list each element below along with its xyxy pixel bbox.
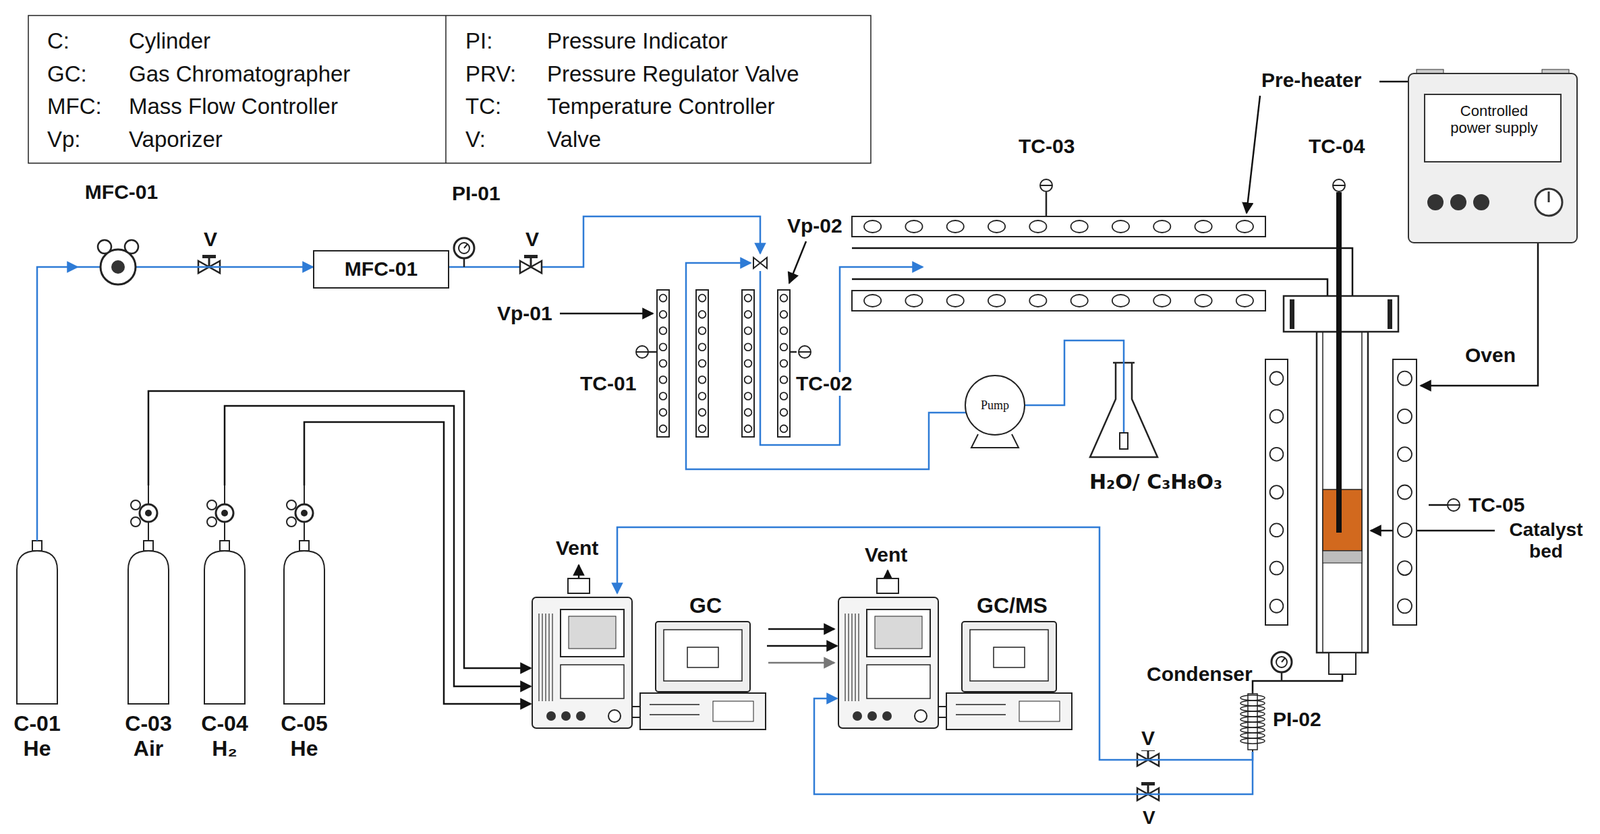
callout-label: TC-04 [1307,134,1366,159]
callout-label: TC-03 [1017,134,1076,159]
feed-flask: H₂O/ C₃H₈O₃ [1086,357,1238,503]
key-meaning: Temperature Controller [545,93,776,120]
key-meaning: Vaporizer [127,126,224,153]
node-text: C-01 He [3,711,71,762]
power-supply [1408,69,1578,243]
key-term: GC: [45,61,89,88]
node-text: Condenser [1146,663,1253,687]
gas-cylinder: C-04 H₂ [190,485,259,769]
node-text: C-04 H₂ [190,711,259,762]
callout-label: Vp-02 [785,214,844,239]
node-text: C-03 Air [114,711,183,762]
callout-label: PI-01 [450,182,502,206]
pipe-connector [224,406,531,687]
callout-label: TC-01 [578,372,638,396]
key-term: C: [45,28,71,54]
gas-chromatograph-drawing [530,593,767,732]
key-term: V: [464,126,488,153]
pipe-connector [1025,340,1124,406]
pipe-connector [165,266,313,269]
pipe-connector [37,267,78,486]
callout-label: Controlled power supply [1442,102,1547,137]
key-meaning: Mass Flow Controller [127,93,340,120]
node-text: Pump [965,376,1024,435]
legend-frame [28,15,871,164]
key-meaning: Pressure Regulator Valve [545,61,801,88]
callout-label: V [202,227,219,252]
callout-label: PI-02 [1271,708,1323,732]
pump: Pump [964,375,1026,436]
pipe-connector [766,645,838,648]
reactor [1283,192,1399,675]
callout-label: Vent [863,543,909,568]
key-term: TC: [464,93,503,120]
node-text: C-05 He [270,711,338,762]
pipe-connector [617,527,1253,761]
callout-label: V [1141,807,1157,830]
callout-label: Catalyst bed [1497,519,1595,563]
condenser: Condenser [1146,657,1269,753]
node-text: MFC-01 [77,180,166,205]
node-text: GC [689,593,722,619]
gas-cylinder: C-03 Air [114,485,183,769]
callout-label: V [1139,727,1157,751]
callout-label: Vent [554,536,600,561]
mfc-box: MFC-01 [312,250,450,289]
gas-cylinder: C-01 He [3,485,71,769]
node-text: GC/MS [976,593,1048,619]
callout-label: V [524,227,541,252]
pipe-connector [304,422,531,705]
key-meaning: Valve [545,126,603,153]
gas-cylinder: C-05 He [270,485,338,769]
node-text: H₂O/ C₃H₈O₃ [1089,470,1223,495]
heater-coils [656,216,1417,626]
callout-label: TC-05 [1467,493,1526,518]
key-term: Vp: [45,126,83,153]
callout-label: TC-02 [794,372,854,396]
key-term: PRV: [464,61,518,88]
key-term: PI: [464,28,494,54]
callout-label: Pre-heater [1260,68,1363,93]
key-meaning: Cylinder [127,28,212,54]
key-meaning: Gas Chromatographer [127,61,352,88]
key-term: MFC: [45,93,104,120]
callout-label: Vp-01 [495,302,554,326]
callout-label: Oven [1463,344,1518,368]
node-text: MFC-01 [314,251,448,288]
key-meaning: Pressure Indicator [545,28,730,54]
gas-chromatograph: GC [530,593,767,732]
pressure-regulator: MFC-01 [77,180,166,289]
gc-ms: GC/MS [837,593,1074,732]
